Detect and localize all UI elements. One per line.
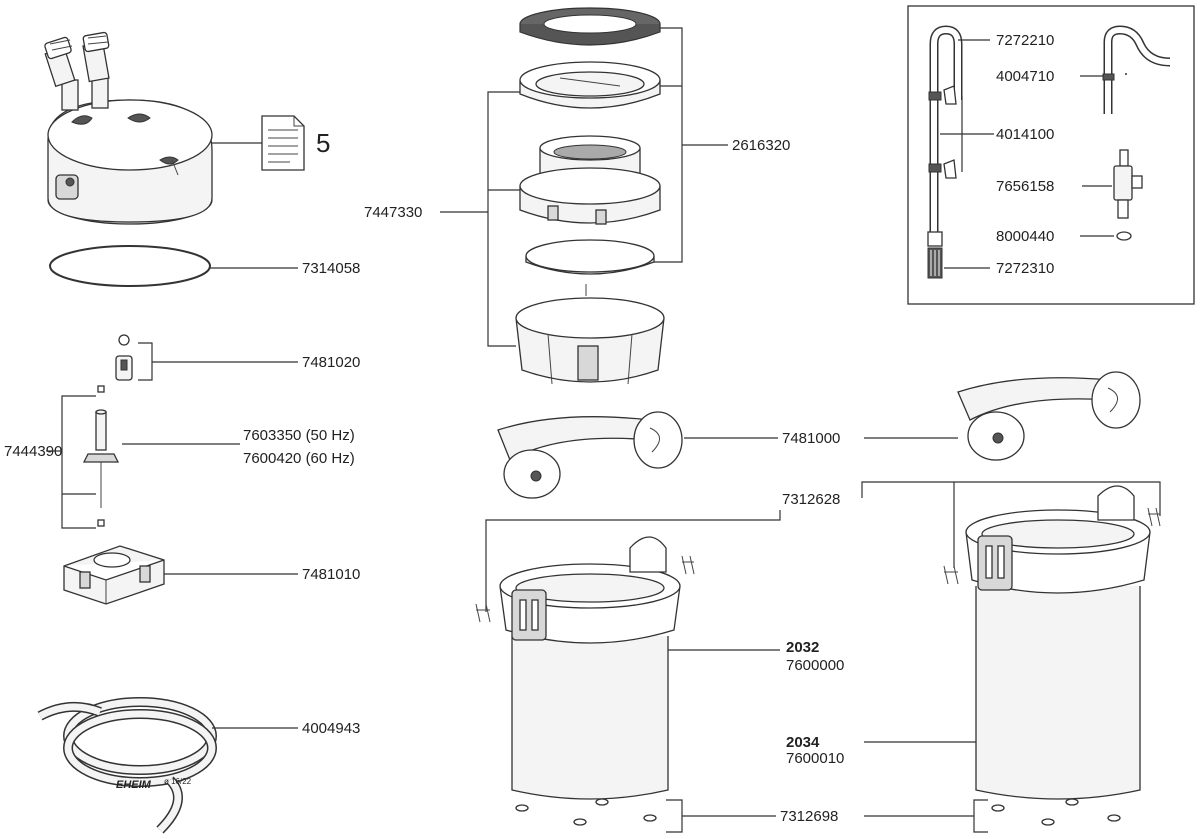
- feet-right: [991, 798, 1121, 826]
- hose-4004943: EHEIM ø 16/22: [37, 697, 217, 834]
- label-7481000: 7481000: [782, 430, 840, 447]
- filter-lid-insert: [519, 61, 661, 109]
- o-ring-7314058: [49, 245, 211, 287]
- intake-tube: [927, 25, 963, 279]
- hose-size-text: ø 16/22: [164, 777, 192, 786]
- outflow-pipe: [1102, 25, 1171, 114]
- accessory-box: [907, 5, 1195, 305]
- feet-left: [515, 798, 657, 826]
- filter-basket-top: [519, 135, 661, 225]
- label-8000440: 8000440: [996, 228, 1054, 245]
- label-7444390: 7444390: [4, 443, 62, 460]
- label-7481020: 7481020: [302, 354, 360, 371]
- label-4004943: 4004943: [302, 720, 360, 737]
- label-7600420: 7600420 (60 Hz): [243, 450, 355, 467]
- filter-basket: [515, 284, 665, 385]
- bracket-7481010: [63, 545, 165, 605]
- valve-7656158: [1113, 149, 1143, 219]
- label-7272210: 7272210: [996, 32, 1054, 49]
- filter-pad: [525, 239, 655, 275]
- label-4004710: 4004710: [996, 68, 1054, 85]
- impeller-7603350: [82, 385, 120, 527]
- model-2034: 2034: [786, 734, 820, 751]
- label-7600000: 7600000: [786, 657, 844, 674]
- hose-brand-text: EHEIM: [116, 779, 152, 791]
- label-7603350: 7603350 (50 Hz): [243, 427, 355, 444]
- clip-strap-right: [957, 371, 1141, 461]
- model-2032: 2032: [786, 639, 819, 656]
- canister-2034: [943, 485, 1161, 800]
- o-ring-8000440: [1116, 231, 1132, 241]
- label-7600010: 7600010: [786, 750, 844, 767]
- label-2616320: 2616320: [732, 137, 790, 154]
- canister-2032: [475, 536, 695, 800]
- label-7656158: 7656158: [996, 178, 1054, 195]
- label-7481010: 7481010: [302, 566, 360, 583]
- label-7314058: 7314058: [302, 260, 360, 277]
- clip-strap-left: [497, 411, 683, 499]
- impeller-cover-7481020: [115, 334, 133, 381]
- label-4014100: 4014100: [996, 126, 1054, 143]
- document-icon: [261, 115, 305, 171]
- pump-head: [44, 31, 213, 225]
- label-7312628: 7312628: [782, 491, 840, 508]
- label-7447330: 7447330: [364, 204, 422, 221]
- label-7312698: 7312698: [780, 808, 838, 825]
- sealing-ring-2616320: [519, 7, 661, 46]
- document-number: 5: [316, 128, 330, 158]
- label-7272310: 7272310: [996, 260, 1054, 277]
